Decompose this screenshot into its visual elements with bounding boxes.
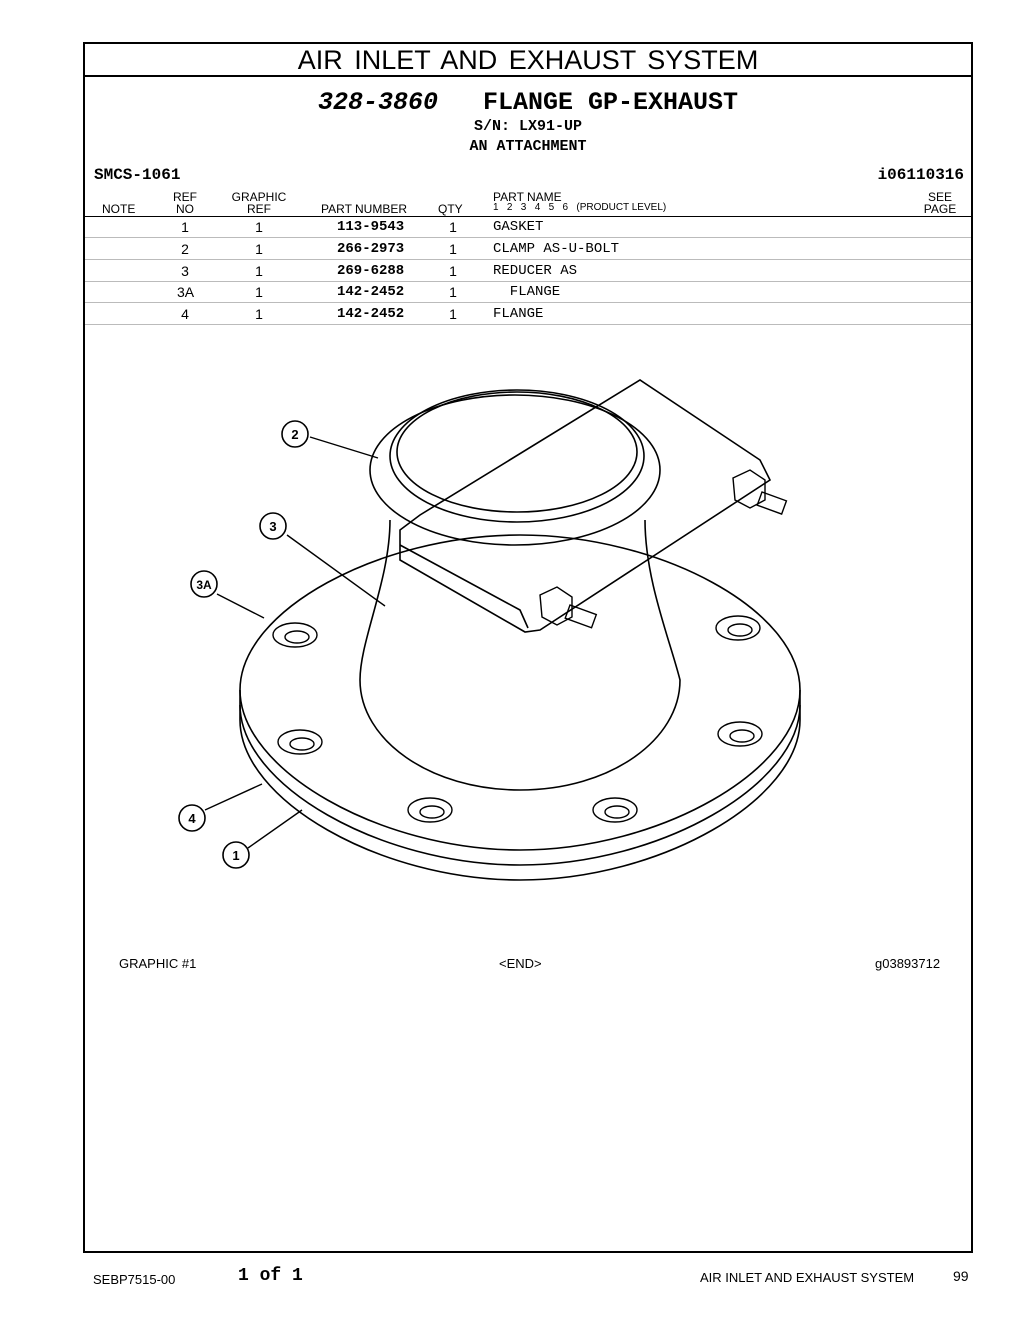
callout-label: 3A [196,578,212,592]
header-rule [85,216,971,217]
row-qty: 1 [449,263,457,279]
row-qty: 1 [449,284,457,300]
clamp-2-ring [369,394,661,546]
row-graphic-ref: 1 [255,263,263,279]
serial-range: S/N: LX91-UP [473,118,583,135]
header-ref-bottom: NO [176,202,194,216]
callout-leaders [204,436,386,849]
end-marker: <END> [499,956,542,971]
table-row: 3A 1 142-2452 1 FLANGE [85,281,971,303]
header-part-number: PART NUMBER [321,202,408,216]
row-ref: 3A [177,284,195,300]
flange-3a-face [239,534,801,851]
footer-section: AIR INLET AND EXHAUST SYSTEM [700,1270,915,1285]
row-part-number: 142-2452 [337,284,405,300]
header-product-levels: 1 2 3 4 5 6 (PRODUCT LEVEL) [493,202,667,213]
u-bolt-inner [399,544,529,629]
page-frame: AIR INLET AND EXHAUST SYSTEM 328-3860 FL… [83,42,973,1253]
row-ref: 3 [181,263,189,279]
illustration-id: i06110316 [877,166,964,184]
row-ref: 4 [181,306,189,322]
bolt-holes [272,615,763,823]
doc-number: SEBP7515-00 [93,1272,176,1287]
callout-label: 1 [232,848,239,863]
callout-circle-1: 1 [222,841,250,869]
row-graphic-ref: 1 [255,219,263,235]
section-title: AIR INLET AND EXHAUST SYSTEM [85,44,971,77]
row-ref: 1 [181,219,189,235]
row-qty: 1 [449,306,457,322]
header-qty: QTY [438,202,463,216]
row-part-name: REDUCER AS [493,263,578,279]
attachment-label: AN ATTACHMENT [469,138,587,155]
part-name-heading: FLANGE GP-EXHAUST [483,88,739,117]
header-ref-top: REF [173,190,197,204]
part-heading: 328-3860 FLANGE GP-EXHAUST [85,88,971,118]
u-bolt-nuts [539,469,788,629]
row-part-name: FLANGE [493,284,561,300]
graphic-id: g03893712 [875,956,941,971]
reducer-top-cap [396,391,638,513]
row-part-number: 113-9543 [337,219,405,235]
table-row: 1 1 113-9543 1 GASKET [85,216,971,238]
flange-4-edge [239,719,801,881]
header-graphic-bottom: REF [247,202,271,216]
reducer-3-body [359,519,681,791]
header-see-bottom: PAGE [923,202,957,216]
row-graphic-ref: 1 [255,284,263,300]
graphic-caption: GRAPHIC #1 [119,956,197,971]
table-row: 4 1 142-2452 1 FLANGE [85,303,971,325]
header-see-top: SEE [927,190,952,204]
row-graphic-ref: 1 [255,306,263,322]
callout-label: 2 [291,427,298,442]
row-qty: 1 [449,241,457,257]
row-part-name: FLANGE [493,306,544,322]
part-number-heading: 328-3860 [317,88,438,117]
header-part-name: PART NAME [493,190,562,204]
callout-label: 4 [188,811,196,826]
row-graphic-ref: 1 [255,241,263,257]
header-note: NOTE [102,202,136,216]
reducer-top-rim [389,389,645,523]
table-row: 2 1 266-2973 1 CLAMP AS-U-BOLT [85,238,971,260]
u-bolt-strap [399,379,772,633]
callout-label: 3 [269,519,276,534]
table-row: 3 1 269-6288 1 REDUCER AS [85,260,971,282]
row-part-number: 266-2973 [337,241,405,257]
header-graphic-top: GRAPHIC [231,190,287,204]
row-part-name: GASKET [493,219,544,235]
row-part-number: 142-2452 [337,306,405,322]
smcs-code: SMCS-1061 [94,166,181,184]
callout-circle-2: 2 [281,420,309,448]
row-ref: 2 [181,241,189,257]
gasket-1-edge [239,704,801,866]
row-qty: 1 [449,219,457,235]
page-count: 1 of 1 [238,1266,303,1286]
row-part-number: 269-6288 [337,263,405,279]
row-part-name: CLAMP AS-U-BOLT [493,241,620,257]
callout-circle-3: 3 [259,512,287,540]
callout-circle-4: 4 [178,804,206,832]
page-number: 99 [953,1268,969,1284]
callout-circle-3a: 3A [190,570,218,598]
